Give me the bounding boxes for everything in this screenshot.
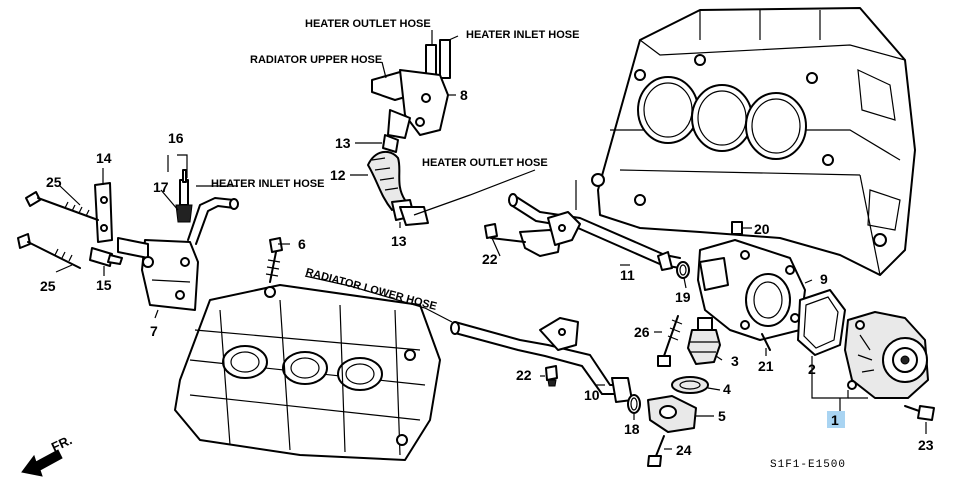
callout-10: 10 (584, 387, 600, 403)
bolt-26 (657, 315, 683, 367)
bolt-24 (647, 435, 665, 467)
bypass-hose-12 (367, 134, 429, 226)
bolt-25-lower (17, 233, 81, 269)
label-heater-inlet-hose-top: HEATER INLET HOSE (466, 29, 579, 41)
callout-21: 21 (758, 358, 774, 374)
callout-20: 20 (754, 221, 770, 237)
callout-22-upper: 22 (482, 251, 498, 267)
thermostat-3 (687, 317, 721, 365)
callout-3: 3 (731, 353, 739, 369)
leader-lines (55, 30, 927, 450)
engine-block (591, 7, 916, 276)
callout-5: 5 (718, 408, 726, 424)
heater-inlet-pipe (175, 169, 239, 245)
callout-18: 18 (624, 421, 640, 437)
callout-16: 16 (168, 130, 184, 146)
bracket-14 (94, 182, 113, 243)
water-pipe-10 (450, 317, 633, 403)
bolt-22-upper (484, 223, 526, 243)
callout-4: 4 (723, 381, 731, 397)
label-heater-outlet-hose-top: HEATER OUTLET HOSE (305, 18, 431, 30)
thermostat-cover-5 (647, 395, 697, 433)
gasket-2 (797, 289, 846, 356)
callout-12: 12 (330, 167, 346, 183)
callout-8: 8 (460, 87, 468, 103)
callout-2: 2 (808, 361, 816, 377)
water-pump-1 (844, 311, 929, 399)
water-outlet-8 (371, 39, 451, 139)
callout-6: 6 (298, 236, 306, 252)
gasket-4 (671, 376, 709, 394)
callout-1-highlight (827, 411, 845, 428)
callout-25-upper: 25 (46, 174, 62, 190)
diagram-code: S1F1-E1500 (770, 459, 846, 471)
cylinder-head (174, 284, 441, 461)
sensor-15 (89, 247, 123, 267)
front-label: FR. (49, 432, 74, 454)
callout-23: 23 (918, 437, 934, 453)
bolt-23 (904, 405, 935, 421)
bolt-20 (731, 221, 743, 235)
o-ring-19 (676, 261, 690, 279)
stud-21 (761, 333, 771, 351)
water-passage-9 (697, 239, 806, 341)
label-heater-outlet-hose-mid: HEATER OUTLET HOSE (422, 157, 548, 169)
callout-24: 24 (676, 442, 692, 458)
callout-11: 11 (620, 267, 635, 283)
callout-19: 19 (675, 289, 691, 305)
label-heater-inlet-hose-left: HEATER INLET HOSE (211, 178, 324, 190)
label-radiator-upper-hose: RADIATOR UPPER HOSE (250, 54, 382, 66)
callout-25-lower: 25 (40, 278, 56, 294)
callout-13-upper: 13 (335, 135, 351, 151)
callout-1: 1 (831, 412, 839, 428)
callout-17: 17 (153, 179, 169, 195)
bolt-6 (265, 237, 283, 283)
callout-15: 15 (96, 277, 112, 293)
bolt-25 (25, 191, 99, 221)
callout-22-lower: 22 (516, 367, 532, 383)
thermostat-housing-7 (117, 237, 199, 311)
front-arrow-icon (21, 449, 63, 477)
bolt-22-lower (545, 365, 558, 387)
callout-26: 26 (634, 324, 650, 340)
callout-14: 14 (96, 150, 112, 166)
callout-7: 7 (150, 323, 158, 339)
callout-13-lower: 13 (391, 233, 407, 249)
o-ring-18 (627, 394, 641, 414)
water-pipe-11 (508, 193, 681, 271)
callout-9: 9 (820, 271, 828, 287)
